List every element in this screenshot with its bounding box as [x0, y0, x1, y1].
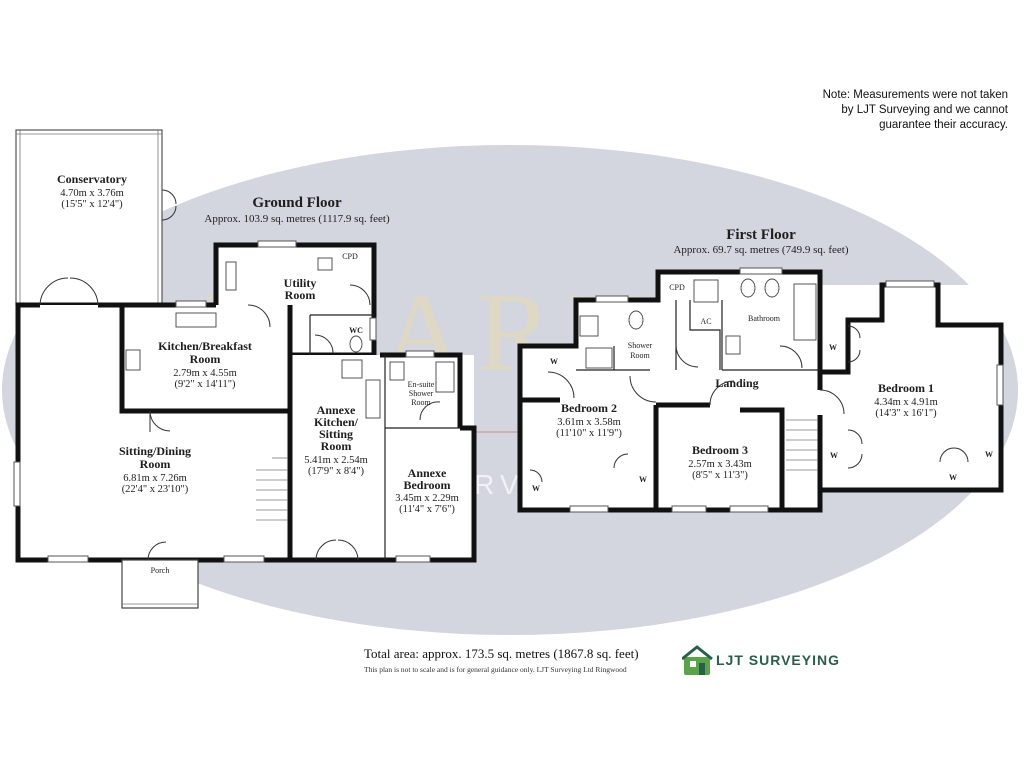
wardrobe-label: W [550, 357, 558, 366]
wardrobe-label: W [949, 473, 957, 482]
ensuite-label-2: Shower [409, 389, 434, 398]
bedroom2-metric: 3.61m x 3.58m [557, 417, 621, 428]
bathroom-label: Bathroom [748, 314, 781, 323]
sitting-label-2: Room [140, 457, 171, 471]
landing-label: Landing [715, 376, 758, 390]
kitchen-imperial: (9'2" x 14'11") [175, 379, 236, 390]
kitchen-label-2: Room [190, 352, 221, 366]
wardrobe-label: W [532, 484, 540, 493]
annexe-bedroom-label: Annexe [408, 466, 447, 480]
conservatory-room [15, 129, 163, 306]
bedroom3-metric: 2.57m x 3.43m [688, 459, 752, 470]
measurement-note: Note: Measurements were not taken by LJT… [823, 88, 1008, 133]
total-area: Total area: approx. 173.5 sq. metres (18… [364, 646, 639, 661]
bedroom2-imperial: (11'10" x 11'9") [556, 428, 622, 439]
note-line: guarantee their accuracy. [879, 119, 1008, 131]
house-icon [682, 645, 713, 675]
first-cpd-label: CPD [669, 283, 685, 292]
annexe-bedroom-imperial: (11'4" x 7'6") [399, 504, 455, 515]
annexe-kitchen-label: Annexe [317, 403, 356, 417]
first-floor-area: Approx. 69.7 sq. metres (749.9 sq. feet) [673, 244, 848, 256]
bedroom1-imperial: (14'3" x 16'1") [875, 408, 937, 419]
annexe-bedroom-label-2: Bedroom [403, 478, 450, 492]
sitting-label: Sitting/Dining [119, 444, 191, 458]
bedroom1-label: Bedroom 1 [878, 381, 934, 395]
kitchen-label: Kitchen/Breakfast [158, 339, 252, 353]
ensuite-label: En-suite [408, 380, 435, 389]
conservatory-label: Conservatory [57, 172, 127, 186]
annexe-kitchen-label-2: Kitchen/ [314, 415, 359, 429]
wardrobe-label: W [639, 475, 647, 484]
disclaimer: This plan is not to scale and is for gen… [364, 665, 627, 674]
wc-label: WC [349, 326, 363, 335]
note-line: Note: Measurements were not taken [822, 89, 1008, 101]
ground-cpd-label: CPD [342, 252, 358, 261]
annexe-kitchen-imperial: (17'9" x 8'4") [308, 466, 365, 477]
first-floor-title: First Floor [726, 227, 796, 243]
wardrobe-label: W [985, 450, 993, 459]
bedroom1-metric: 4.34m x 4.91m [874, 397, 938, 408]
bedroom3-label: Bedroom 3 [692, 443, 748, 457]
sitting-imperial: (22'4" x 23'10") [122, 484, 189, 495]
porch-label: Porch [151, 566, 170, 575]
utility-label-2: Room [285, 288, 316, 302]
wardrobe-label: W [829, 343, 837, 352]
annexe-kitchen-label-4: Room [321, 439, 352, 453]
conservatory-metric: 4.70m x 3.76m [60, 188, 124, 199]
bedroom3-imperial: (8'5" x 11'3") [692, 470, 748, 481]
shower-room-label-2: Room [630, 351, 650, 360]
annexe-bedroom-metric: 3.45m x 2.29m [395, 493, 459, 504]
bedroom2-label: Bedroom 2 [561, 401, 617, 415]
conservatory-imperial: (15'5" x 12'4") [61, 199, 123, 210]
utility-label: Utility [284, 276, 317, 290]
annexe-kitchen-label-3: Sitting [319, 427, 353, 441]
ground-floor: Ground Floor Approx. 103.9 sq. metres (1… [13, 129, 477, 609]
ensuite-label-3: Room [411, 398, 431, 407]
sitting-metric: 6.81m x 7.26m [123, 473, 187, 484]
ground-floor-area: Approx. 103.9 sq. metres (1117.9 sq. fee… [204, 213, 390, 225]
ac-label: AC [700, 317, 711, 326]
annexe-kitchen-metric: 5.41m x 2.54m [304, 455, 368, 466]
first-floor: First Floor Approx. 69.7 sq. metres (749… [517, 227, 1004, 513]
shower-room-label: Shower [628, 341, 653, 350]
kitchen-metric: 2.79m x 4.55m [173, 368, 237, 379]
ground-floor-title: Ground Floor [252, 195, 342, 211]
logo-text: LJT SURVEYING [716, 652, 840, 668]
wardrobe-label: W [830, 451, 838, 460]
note-line: by LJT Surveying and we cannot [841, 104, 1008, 116]
ljt-logo: LJT SURVEYING [682, 645, 857, 677]
